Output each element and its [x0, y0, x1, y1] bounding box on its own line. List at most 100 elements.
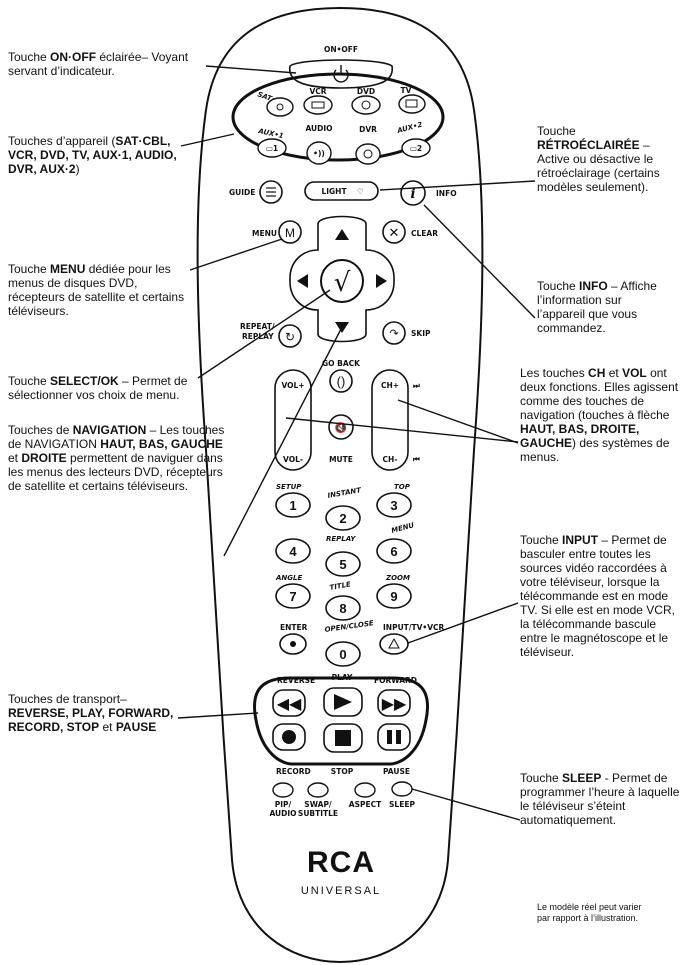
pause-icon: [387, 730, 401, 744]
annotation-transport: Touches de transport– REVERSE, PLAY, FOR…: [8, 692, 174, 734]
tv-icon: [405, 99, 418, 108]
skip-label: SKIP: [411, 329, 431, 338]
number-pad: SETUP INSTANT TOP 1 2 3 REPLAY MENU 4 5 …: [275, 483, 445, 667]
svg-text:2: 2: [339, 511, 346, 526]
forward-button[interactable]: [377, 689, 411, 717]
svg-text:TV: TV: [401, 86, 412, 95]
digit-8-button[interactable]: [325, 595, 361, 621]
annotation-input: Touche INPUT – Permet de basculer entre …: [520, 533, 675, 659]
channel-rocker[interactable]: [371, 369, 409, 471]
pause-label: PAUSE: [383, 767, 410, 776]
light-button[interactable]: [304, 181, 379, 201]
play-icon: [334, 694, 352, 710]
pause-button[interactable]: [377, 723, 411, 751]
svg-text:5: 5: [339, 557, 346, 572]
clear-icon: ✕: [389, 226, 400, 241]
tv-button[interactable]: TV: [398, 86, 426, 114]
go-back-button[interactable]: [329, 369, 353, 393]
satellite-icon: [276, 103, 284, 111]
dvd-button[interactable]: DVD: [351, 87, 381, 115]
skip-forward-icon: ⏭: [413, 381, 421, 390]
reverse-button[interactable]: [272, 689, 306, 717]
left-arrow-icon[interactable]: [297, 274, 308, 288]
svg-text:DVD: DVD: [357, 87, 375, 96]
rca-logo: RCA: [307, 846, 375, 879]
digit-3-button[interactable]: [376, 492, 412, 518]
svg-text:AUDIO: AUDIO: [305, 124, 332, 133]
down-arrow-icon[interactable]: [335, 322, 349, 333]
swap-button[interactable]: [307, 782, 329, 798]
go-back-label: GO BACK: [322, 359, 361, 368]
digit-6-button[interactable]: [376, 538, 412, 564]
pip-button[interactable]: [272, 782, 294, 798]
mute-button[interactable]: [328, 414, 354, 440]
ch-plus-label: CH+: [381, 381, 399, 390]
record-label: RECORD: [276, 767, 311, 776]
zoom-label: ZOOM: [385, 574, 410, 582]
right-arrow-icon[interactable]: [376, 274, 387, 288]
aspect-label: ASPECT: [349, 800, 382, 809]
svg-text:▭1: ▭1: [266, 144, 278, 153]
clear-button[interactable]: [382, 220, 406, 244]
title-label: TITLE: [329, 580, 352, 592]
svg-text:4: 4: [289, 544, 297, 559]
swap-label: SWAP/: [304, 800, 332, 809]
menu-label: MENU: [252, 229, 277, 238]
vol-plus-label: VOL+: [281, 381, 304, 390]
svg-text:3: 3: [390, 498, 397, 513]
callout-lines: [177, 65, 536, 821]
digit-9-button[interactable]: [376, 583, 412, 609]
audio-button[interactable]: AUDIO•)): [305, 124, 333, 165]
menu-icon: M: [285, 226, 295, 240]
svg-text:▭2: ▭2: [410, 144, 422, 153]
skip-button[interactable]: [382, 321, 406, 345]
digit-0-button[interactable]: [325, 641, 361, 667]
enter-label: ENTER: [280, 623, 308, 632]
replay-2-label: REPLAY: [326, 535, 356, 543]
vcr-button[interactable]: VCR: [303, 87, 333, 115]
sleep-button[interactable]: [391, 781, 413, 797]
rewind-icon: ◀◀: [277, 696, 302, 713]
mute-label: MUTE: [329, 455, 353, 464]
top-label: TOP: [394, 483, 411, 491]
annotation-ch-vol: Les touches CH et VOL ont deux fonctions…: [520, 366, 679, 464]
annotation-devices: Touches d’appareil (SAT·CBL, VCR, DVD, T…: [8, 134, 177, 176]
select-ok-button[interactable]: [320, 259, 364, 303]
svg-text:1: 1: [289, 498, 296, 513]
input-button[interactable]: [379, 633, 409, 655]
digit-1-button[interactable]: [275, 492, 311, 518]
svg-text:7: 7: [289, 589, 296, 604]
aux1-button[interactable]: AUX•1▭1: [257, 127, 287, 158]
annotation-info: Touche INFO – Affiche l’information sur …: [537, 279, 657, 335]
dvr-button[interactable]: DVR: [355, 125, 381, 165]
replay-label: REPLAY: [242, 332, 274, 341]
checkmark-icon: √: [334, 268, 351, 298]
dvr-icon: [363, 149, 373, 159]
svg-text:9: 9: [390, 589, 397, 604]
record-icon: [282, 730, 296, 744]
up-arrow-icon[interactable]: [335, 229, 349, 240]
digit-7-button[interactable]: [275, 583, 311, 609]
svg-text:DVR: DVR: [359, 125, 377, 134]
replay-button[interactable]: [278, 324, 302, 348]
aspect-button[interactable]: [354, 782, 376, 798]
digit-2-button[interactable]: [325, 505, 361, 531]
annotation-sleep: Touche SLEEP - Permet de programmer l’he…: [520, 771, 680, 827]
annotation-select: Touche SELECT/OK – Permet de sélectionne…: [8, 374, 188, 402]
go-back-icon: (): [337, 374, 346, 389]
digit-4-button[interactable]: [275, 538, 311, 564]
forward-label: FORWARD: [374, 676, 417, 685]
bulb-icon: ♡: [357, 187, 364, 196]
svg-text:VCR: VCR: [309, 87, 326, 96]
ch-minus-label: CH-: [383, 455, 398, 464]
svg-text:6: 6: [390, 544, 397, 559]
skip-back-icon: ⏮: [413, 455, 420, 464]
device-keys-group: [231, 72, 445, 162]
menu-button[interactable]: [278, 220, 302, 244]
universal-label: UNIVERSAL: [301, 885, 381, 897]
clear-label: CLEAR: [411, 229, 438, 238]
info-button[interactable]: [400, 180, 426, 206]
digit-5-button[interactable]: [325, 551, 361, 577]
stop-label: STOP: [331, 767, 354, 776]
